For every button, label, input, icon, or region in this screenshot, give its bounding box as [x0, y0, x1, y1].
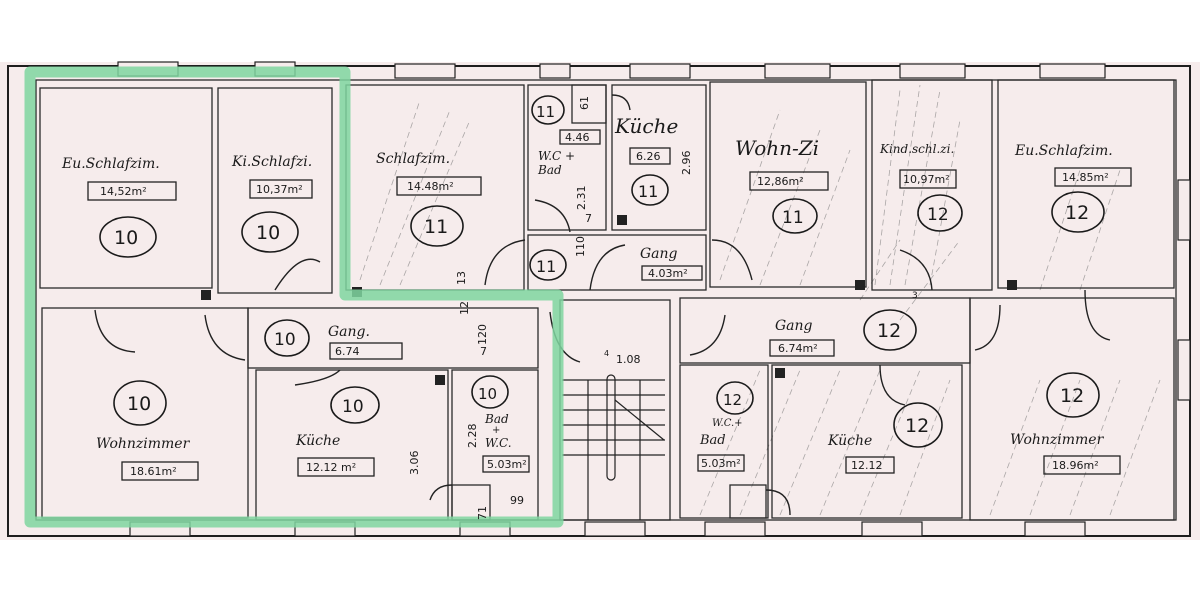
svg-text:12: 12 — [1065, 202, 1089, 224]
svg-text:14.48m²: 14.48m² — [407, 180, 454, 193]
svg-text:Wohn-Zi: Wohn-Zi — [735, 136, 819, 160]
svg-text:Eu.Schlafzim.: Eu.Schlafzim. — [61, 156, 160, 172]
room-unit11-bathroom: 11 4.46 W.C + Bad — [531, 95, 601, 177]
room-unit10-hallway: 10 Gang. 6.74 — [264, 319, 403, 360]
svg-text:12: 12 — [458, 301, 471, 315]
unit-10-highlight — [24, 66, 564, 528]
room-unit10-kitchen: 10 Küche 12.12 m² — [295, 386, 380, 477]
svg-text:6.74: 6.74 — [335, 345, 360, 358]
svg-text:Wohnzimmer: Wohnzimmer — [96, 436, 191, 452]
doors — [94, 94, 1111, 516]
svg-text:Bad: Bad — [484, 412, 509, 426]
svg-text:10: 10 — [478, 385, 497, 403]
svg-text:3.06: 3.06 — [408, 451, 421, 476]
svg-text:Küche: Küche — [614, 114, 678, 138]
svg-text:99: 99 — [510, 494, 524, 507]
svg-text:10,37m²: 10,37m² — [256, 183, 303, 196]
room-unit10-bathroom: 10 Bad + W.C. 5.03m² — [471, 375, 530, 473]
room-unit10-living-room: 10 Wohnzimmer 18.61m² — [96, 380, 199, 481]
svg-text:4: 4 — [604, 349, 609, 358]
svg-text:2.28: 2.28 — [466, 424, 479, 449]
svg-text:11: 11 — [424, 216, 448, 238]
svg-text:7: 7 — [585, 212, 592, 225]
svg-text:18.96m²: 18.96m² — [1052, 459, 1099, 472]
hatching — [359, 84, 1161, 516]
room-unit12-living-room: 12 Wohnzimmer 18.96m² — [1010, 372, 1121, 475]
svg-text:120: 120 — [476, 324, 489, 345]
svg-text:10: 10 — [342, 397, 364, 417]
svg-text:1.08: 1.08 — [616, 353, 641, 366]
svg-text:12: 12 — [723, 391, 742, 409]
room-unit11-hallway: 11 Gang 4.03m² — [529, 246, 703, 281]
svg-text:11: 11 — [536, 103, 555, 121]
svg-text:Küche: Küche — [295, 433, 340, 449]
svg-text:11: 11 — [638, 182, 658, 201]
svg-text:Bad: Bad — [699, 433, 726, 448]
room-unit11-kitchen: Küche 6.26 11 — [614, 114, 678, 206]
svg-text:Wohnzimmer: Wohnzimmer — [1010, 432, 1105, 448]
svg-text:+: + — [492, 425, 500, 436]
svg-text:12: 12 — [877, 320, 901, 342]
svg-text:Gang: Gang — [775, 318, 813, 334]
room-unit11-bedroom: Schlafzim. 14.48m² 11 — [376, 151, 482, 247]
svg-text:Eu.Schlafzim.: Eu.Schlafzim. — [1014, 143, 1113, 159]
room-unit10-kids-bedroom: Ki.Schlafzi. 10,37m² 10 — [231, 154, 313, 253]
svg-text:11: 11 — [536, 257, 556, 276]
room-unit12-hallway: Gang 6.74m² 12 — [769, 309, 917, 357]
svg-text:2.31: 2.31 — [575, 186, 588, 211]
svg-text:4.03m²: 4.03m² — [648, 267, 688, 280]
svg-text:6.74m²: 6.74m² — [778, 342, 818, 355]
svg-text:12: 12 — [927, 205, 949, 225]
svg-text:Kind.schl.zi.: Kind.schl.zi. — [879, 142, 954, 156]
svg-text:W.C.: W.C. — [485, 436, 512, 450]
svg-text:Schlafzim.: Schlafzim. — [376, 151, 450, 167]
svg-text:10: 10 — [114, 227, 138, 249]
room-unit11-living-room: Wohn-Zi 12,86m² 11 — [735, 136, 829, 234]
staircase — [562, 374, 665, 520]
svg-text:10: 10 — [127, 393, 151, 415]
svg-text:12: 12 — [905, 415, 929, 437]
dimension-labels: 61 2.96 2.31 7 110 13 12 120 7 3.06 2.28… — [408, 96, 918, 520]
room-unit12-parents-bedroom: Eu.Schlafzim. 14.85m² 12 — [1014, 143, 1132, 233]
svg-text:110: 110 — [574, 236, 587, 257]
svg-text:18.61m²: 18.61m² — [130, 465, 177, 478]
svg-text:6.26: 6.26 — [636, 150, 661, 163]
svg-text:Bad: Bad — [537, 163, 562, 177]
svg-text:Küche: Küche — [827, 433, 872, 449]
svg-text:12: 12 — [1060, 385, 1084, 407]
svg-text:Gang: Gang — [640, 246, 678, 262]
svg-text:10: 10 — [274, 330, 296, 350]
svg-text:14,52m²: 14,52m² — [100, 185, 147, 198]
svg-text:Ki.Schlafzi.: Ki.Schlafzi. — [231, 154, 312, 170]
room-unit12-kids-bedroom: Kind.schl.zi. 10,97m² 12 — [879, 142, 963, 232]
svg-text:11: 11 — [782, 208, 804, 228]
svg-text:10,97m²: 10,97m² — [903, 173, 950, 186]
svg-text:4.46: 4.46 — [565, 131, 590, 144]
svg-text:3: 3 — [912, 291, 918, 301]
svg-text:5.03m²: 5.03m² — [487, 458, 527, 471]
svg-text:13: 13 — [455, 271, 468, 285]
svg-text:12.12 m²: 12.12 m² — [306, 461, 356, 474]
svg-text:Gang.: Gang. — [328, 324, 370, 340]
svg-text:W.C.+: W.C.+ — [712, 418, 743, 429]
room-unit12-bathroom: 12 W.C.+ Bad 5.03m² — [697, 381, 754, 472]
svg-text:12,86m²: 12,86m² — [757, 175, 804, 188]
room-unit10-parents-bedroom: Eu.Schlafzim. 14,52m² 10 — [61, 156, 177, 258]
room-unit12-kitchen: Küche 12 12.12 — [827, 402, 943, 474]
svg-text:W.C +: W.C + — [538, 149, 575, 163]
svg-text:7: 7 — [480, 345, 487, 358]
svg-text:5.03m²: 5.03m² — [701, 457, 741, 470]
svg-text:2.96: 2.96 — [680, 151, 693, 176]
svg-text:71: 71 — [476, 506, 489, 520]
svg-text:61: 61 — [578, 96, 591, 110]
svg-text:12.12: 12.12 — [851, 459, 883, 472]
svg-text:10: 10 — [256, 222, 280, 244]
svg-text:14.85m²: 14.85m² — [1062, 171, 1109, 184]
